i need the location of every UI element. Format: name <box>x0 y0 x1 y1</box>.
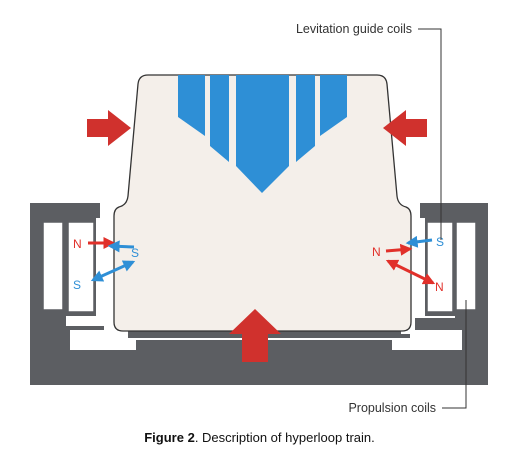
force-arrow-left <box>87 110 131 146</box>
vehicle-windows <box>178 75 347 193</box>
pole-right-south: S <box>436 235 444 249</box>
left-south-arrow-upper <box>107 240 135 253</box>
force-arrow-up <box>229 309 281 362</box>
pole-right-north-lower: N <box>435 280 444 294</box>
propulsion-coils-label: Propulsion coils <box>348 401 436 415</box>
levitation-leader-line <box>418 28 442 240</box>
right-north-arrow-upper <box>385 243 413 256</box>
left-coil-housing <box>42 218 96 316</box>
levitation-coils-label: Levitation guide coils <box>296 22 412 36</box>
figure-caption: Figure 2. Description of hyperloop train… <box>0 430 519 445</box>
pole-left-south-lower: S <box>73 278 81 292</box>
right-repulsion-arrow <box>385 259 436 285</box>
left-attraction-arrow <box>90 260 136 282</box>
force-arrow-right <box>383 110 427 146</box>
vehicle-body <box>113 74 412 332</box>
figure-caption-text: . Description of hyperloop train. <box>194 430 375 445</box>
propulsion-leader-line <box>442 300 467 409</box>
pole-left-south-upper: S <box>131 246 139 260</box>
right-coil-housing <box>425 218 477 316</box>
pole-left-north: N <box>73 237 82 251</box>
figure-label: Figure 2 <box>144 430 195 445</box>
right-south-arrow <box>405 235 433 248</box>
pole-right-north-upper: N <box>372 245 381 259</box>
